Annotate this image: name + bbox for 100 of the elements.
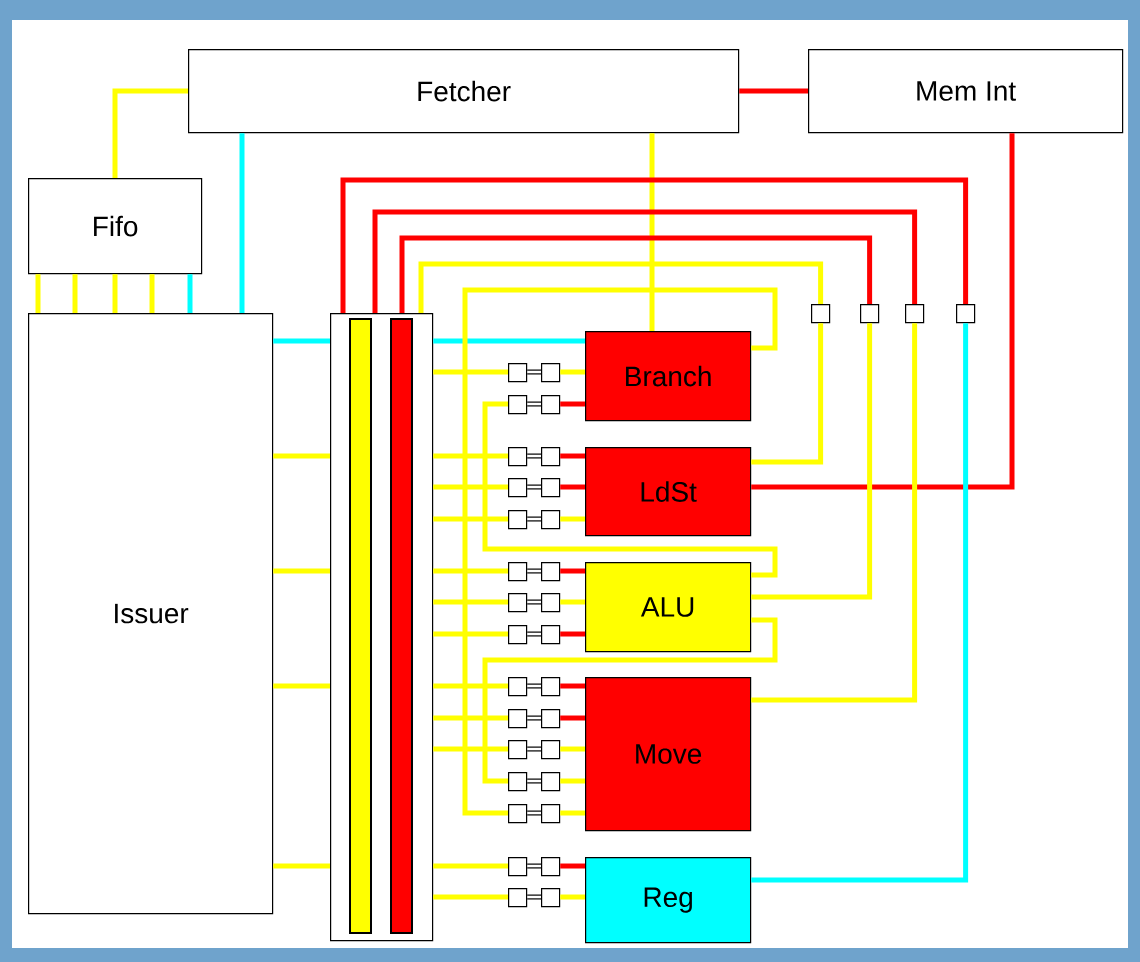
wire	[482, 401, 778, 578]
wire	[372, 209, 918, 313]
wire	[433, 715, 508, 721]
latch-square	[905, 304, 925, 324]
wire	[751, 323, 918, 703]
unit-box: Fifo	[28, 178, 203, 275]
wire	[433, 338, 585, 344]
wire	[560, 746, 585, 752]
wire	[527, 715, 541, 721]
wire	[482, 617, 778, 784]
latch-square	[508, 804, 528, 824]
wire	[560, 516, 585, 522]
wire	[273, 683, 330, 689]
latch-square	[541, 562, 561, 582]
unit-box: Issuer	[28, 313, 274, 915]
wire	[340, 177, 969, 313]
wire	[433, 516, 508, 522]
wire	[751, 133, 1015, 490]
wire	[35, 274, 41, 313]
wire	[433, 369, 508, 375]
wire	[527, 810, 541, 816]
latch-square	[860, 304, 880, 324]
latch-square	[508, 510, 528, 530]
latch-square	[541, 888, 561, 908]
wire	[527, 568, 541, 574]
wire	[527, 516, 541, 522]
unit-box: Branch	[585, 331, 752, 422]
latch-square	[508, 740, 528, 760]
latch-square	[541, 478, 561, 498]
latch-square	[541, 593, 561, 613]
latch-square	[508, 593, 528, 613]
wire	[560, 369, 585, 375]
wire	[527, 369, 541, 375]
latch-square	[541, 857, 561, 877]
wire	[560, 631, 585, 637]
latch-square	[956, 304, 976, 324]
wire	[433, 894, 508, 900]
wire	[149, 274, 155, 313]
latch-square	[508, 363, 528, 383]
wire	[560, 453, 585, 459]
wire	[112, 88, 188, 178]
wire	[418, 261, 824, 313]
latch-square	[508, 677, 528, 697]
wire	[462, 287, 778, 816]
wire	[751, 323, 969, 883]
wire	[433, 863, 508, 869]
latch-square	[508, 562, 528, 582]
wire	[433, 599, 508, 605]
latch-square	[541, 447, 561, 467]
unit-box: LdSt	[585, 447, 752, 537]
latch-square	[541, 625, 561, 645]
latch-square	[541, 740, 561, 760]
wire	[273, 568, 330, 574]
latch-square	[508, 709, 528, 729]
wire	[560, 810, 585, 816]
wire	[751, 323, 873, 600]
bus-bar	[349, 318, 372, 934]
wire	[72, 274, 78, 313]
wire	[187, 274, 193, 313]
wire	[433, 746, 508, 752]
wire	[560, 484, 585, 490]
unit-box: ALU	[585, 562, 752, 653]
unit-box: Reg	[585, 857, 752, 944]
wire	[433, 453, 508, 459]
bus-bar	[390, 318, 413, 934]
wire	[527, 631, 541, 637]
wire	[527, 746, 541, 752]
latch-square	[508, 888, 528, 908]
wire	[649, 133, 655, 331]
wire	[560, 715, 585, 721]
wire	[433, 631, 508, 637]
latch-square	[508, 625, 528, 645]
wire	[527, 863, 541, 869]
wire	[273, 863, 330, 869]
latch-square	[541, 395, 561, 415]
wire	[560, 863, 585, 869]
wire	[739, 88, 808, 94]
unit-box: Mem Int	[808, 49, 1124, 134]
latch-square	[541, 772, 561, 792]
wire	[239, 133, 245, 313]
wire	[527, 599, 541, 605]
wire	[751, 323, 824, 465]
wire	[112, 274, 118, 313]
wire	[527, 401, 541, 407]
wire	[560, 778, 585, 784]
latch-square	[541, 677, 561, 697]
wire	[560, 683, 585, 689]
wire	[399, 235, 873, 313]
latch-square	[508, 395, 528, 415]
wire	[433, 484, 508, 490]
unit-box: Fetcher	[188, 49, 740, 134]
wire	[560, 599, 585, 605]
wire	[273, 453, 330, 459]
wire	[433, 568, 508, 574]
wire	[527, 894, 541, 900]
latch-square	[541, 510, 561, 530]
latch-square	[508, 772, 528, 792]
latch-square	[541, 804, 561, 824]
wire	[527, 453, 541, 459]
wire	[560, 568, 585, 574]
